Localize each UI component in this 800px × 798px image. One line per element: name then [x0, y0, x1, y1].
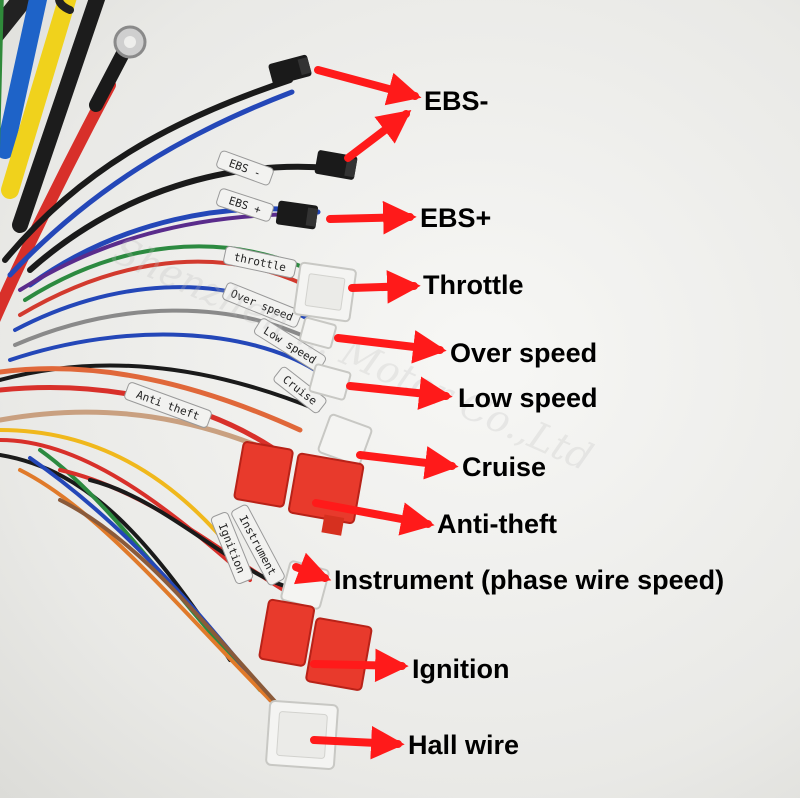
arrow-anti-theft	[312, 499, 435, 536]
label-anti-theft: Anti-theft	[437, 509, 557, 539]
label-over-speed: Over speed	[450, 338, 598, 368]
connector-over-speed	[299, 316, 337, 350]
label-hall-wire: Hall wire	[408, 730, 520, 760]
label-ebs-plus: EBS+	[420, 203, 492, 233]
arrow-low-speed	[346, 376, 453, 410]
pointer-arrows	[292, 66, 459, 760]
arrow-ebs-minus-2	[344, 109, 412, 162]
ring-terminal	[113, 25, 147, 59]
connector-throttle	[293, 261, 357, 323]
label-instrument: Instrument (phase wire speed)	[334, 565, 725, 595]
label-throttle: Throttle	[423, 270, 524, 300]
connector-ebs-minus-1	[268, 54, 312, 86]
label-ignition: Ignition	[412, 654, 510, 684]
connector-ignition	[258, 598, 373, 691]
wire-tag-ebs-plus: EBS +	[216, 188, 274, 222]
arrow-ebs-plus	[326, 200, 417, 235]
arrow-instrument	[292, 552, 332, 585]
arrow-ebs-minus-1	[314, 66, 422, 106]
connector-hall	[265, 700, 339, 770]
wire-tag-throttle: throttle	[223, 245, 297, 279]
arrow-throttle	[348, 270, 421, 304]
arrow-over-speed	[334, 330, 447, 364]
label-ebs-minus: EBS-	[424, 86, 489, 116]
arrow-ignition	[310, 648, 409, 683]
arrow-cruise	[356, 446, 459, 480]
wire-tag-ebs-minus: EBS -	[216, 150, 274, 186]
arrow-hall	[310, 725, 405, 760]
label-cruise: Cruise	[462, 452, 547, 482]
label-low-speed: Low speed	[458, 383, 598, 413]
connector-ebs-plus	[275, 200, 319, 230]
